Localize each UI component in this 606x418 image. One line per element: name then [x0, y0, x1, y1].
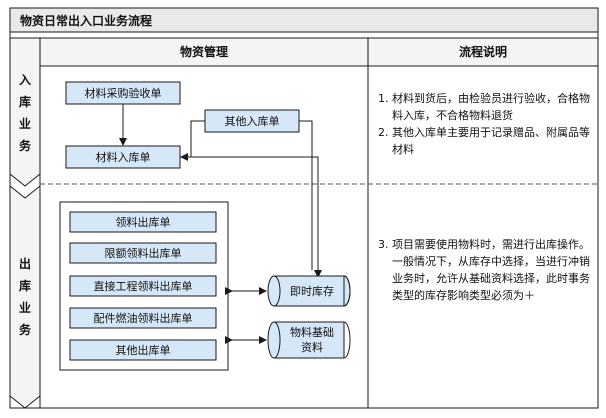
box-quota-issue-out[interactable] — [69, 242, 217, 264]
lane-label-char: 业 — [19, 116, 31, 131]
lane-inbound-tab — [9, 37, 41, 187]
box-issue-out-label: 领料出库单 — [116, 215, 171, 229]
lane-label-char: 出 — [19, 256, 31, 271]
note-1-number: 1. — [378, 92, 389, 105]
box-direct-project-out-label: 直接工程领料出库单 — [94, 279, 193, 293]
box-issue-out[interactable] — [69, 211, 217, 233]
lane-label-char: 业 — [19, 300, 31, 315]
cylinder-realtime-stock-label: 即时库存 — [290, 284, 334, 298]
cylinder-realtime-stock[interactable] — [267, 275, 351, 307]
lane-outbound-label: 出库业务 — [19, 256, 32, 337]
arrow-inbound-to-stock — [180, 156, 322, 278]
lane-outbound-tab — [9, 184, 41, 409]
note-1: 1. 材料到货后，由检验员进行验收，合格物料入库，不合格物料退货 — [378, 90, 596, 124]
note-3-detail: 一般情况下，从库存中选择，当进行冲销业务时，允许从基础资料选择，此时事务类型的库… — [392, 255, 590, 302]
box-direct-project-out[interactable] — [69, 275, 217, 297]
lane-label-char: 库 — [19, 94, 31, 109]
title-bar — [9, 7, 599, 33]
note-2: 2. 其他入库单主要用于记录赠品、附属品等材料 — [378, 124, 596, 158]
cylinder-material-basic-data-label-2: 资料 — [301, 340, 323, 354]
box-other-out[interactable] — [69, 339, 217, 361]
svg-text:出库业务: 出库业务 — [19, 256, 32, 337]
lane-label-char: 务 — [19, 138, 32, 153]
note-1-text: 材料到货后，由检验员进行验收，合格物料入库，不合格物料退货 — [392, 92, 590, 122]
box-parts-fuel-out-label: 配件燃油领料出库单 — [94, 311, 193, 325]
note-2-number: 2. — [378, 126, 389, 139]
note-3-text: 项目需要使用物料时，需进行出库操作。 — [392, 238, 590, 251]
box-material-inbound-label: 材料入库单 — [96, 150, 151, 164]
box-purchase-check-label: 材料采购验收单 — [85, 86, 162, 100]
lane-label-char: 库 — [19, 278, 31, 293]
note-3-number: 3. — [378, 238, 389, 251]
box-other-inbound-label: 其他入库单 — [225, 115, 280, 128]
notes-inbound: 1. 材料到货后，由检验员进行验收，合格物料入库，不合格物料退货 2. 其他入库… — [378, 90, 596, 158]
box-other-out-label: 其他出库单 — [116, 343, 171, 357]
note-2-text: 其他入库单主要用于记录赠品、附属品等材料 — [392, 126, 590, 156]
lane-label-char: 务 — [19, 322, 32, 337]
lane-label-char: 入 — [19, 73, 31, 87]
lane-inbound-label: 入库业务 — [19, 73, 32, 153]
cylinder-material-basic-data-label-1: 物料基础 — [290, 325, 334, 339]
cylinder-material-basic-data[interactable] — [267, 321, 351, 359]
diagram-title: 物资日常出入口业务流程 — [20, 13, 152, 28]
svg-text:入库业务: 入库业务 — [19, 73, 32, 153]
arrow-other-to-stock — [299, 120, 313, 270]
notes-outbound: 3. 项目需要使用物料时，需进行出库操作。 一般情况下，从库存中选择，当进行冲销… — [378, 236, 596, 304]
box-parts-fuel-out[interactable] — [69, 307, 217, 329]
note-3: 3. 项目需要使用物料时，需进行出库操作。 — [378, 236, 596, 253]
column-header-row — [39, 37, 599, 67]
column-header-explanation: 流程说明 — [459, 44, 507, 59]
column-header-management: 物资管理 — [180, 44, 228, 59]
box-quota-issue-out-label: 限额领料出库单 — [105, 246, 182, 260]
